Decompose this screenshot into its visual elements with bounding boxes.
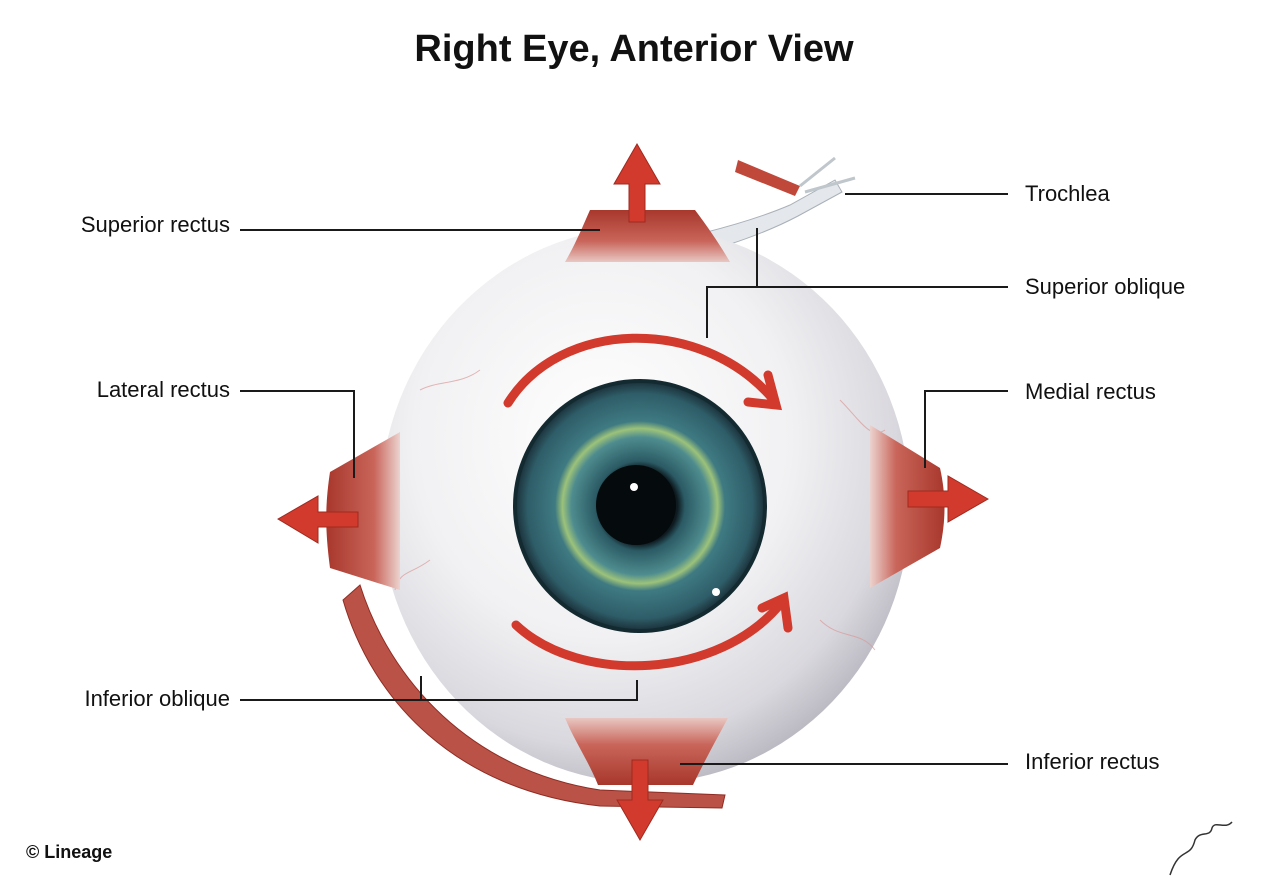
inferior-rectus-muscle bbox=[565, 718, 728, 785]
label-superior-oblique: Superior oblique bbox=[1025, 274, 1186, 299]
superior-oblique-rotation-arrow bbox=[503, 333, 783, 411]
inferior-oblique-muscle bbox=[342, 584, 726, 809]
inferior-oblique-leader bbox=[240, 680, 638, 701]
diagram-title: Right Eye, Anterior View bbox=[414, 28, 854, 70]
label-trochlea: Trochlea bbox=[1025, 181, 1110, 206]
artist-signature bbox=[1169, 821, 1233, 876]
superior-rectus-muscle bbox=[565, 210, 730, 262]
label-inferior-rectus: Inferior rectus bbox=[1025, 749, 1160, 774]
leader-lines bbox=[240, 193, 1008, 765]
label-inferior-oblique: Inferior oblique bbox=[84, 686, 230, 711]
superior-oblique-leader bbox=[706, 286, 1008, 338]
pupil bbox=[596, 465, 676, 545]
label-superior-rectus: Superior rectus bbox=[80, 212, 230, 237]
medial-rectus-leader bbox=[924, 390, 1008, 468]
copyright-notice: © Lineage bbox=[26, 842, 113, 862]
up-arrow bbox=[613, 142, 661, 223]
down-arrow bbox=[616, 759, 664, 842]
iris bbox=[513, 379, 767, 633]
left-arrow bbox=[277, 495, 359, 544]
lateral-rectus-leader bbox=[240, 390, 355, 478]
label-medial-rectus: Medial rectus bbox=[1025, 379, 1156, 404]
lateral-rectus-muscle bbox=[326, 432, 400, 590]
right-arrow bbox=[907, 475, 990, 523]
inferior-oblique-rotation-arrow bbox=[511, 591, 793, 671]
label-lateral-rectus: Lateral rectus bbox=[96, 377, 230, 402]
